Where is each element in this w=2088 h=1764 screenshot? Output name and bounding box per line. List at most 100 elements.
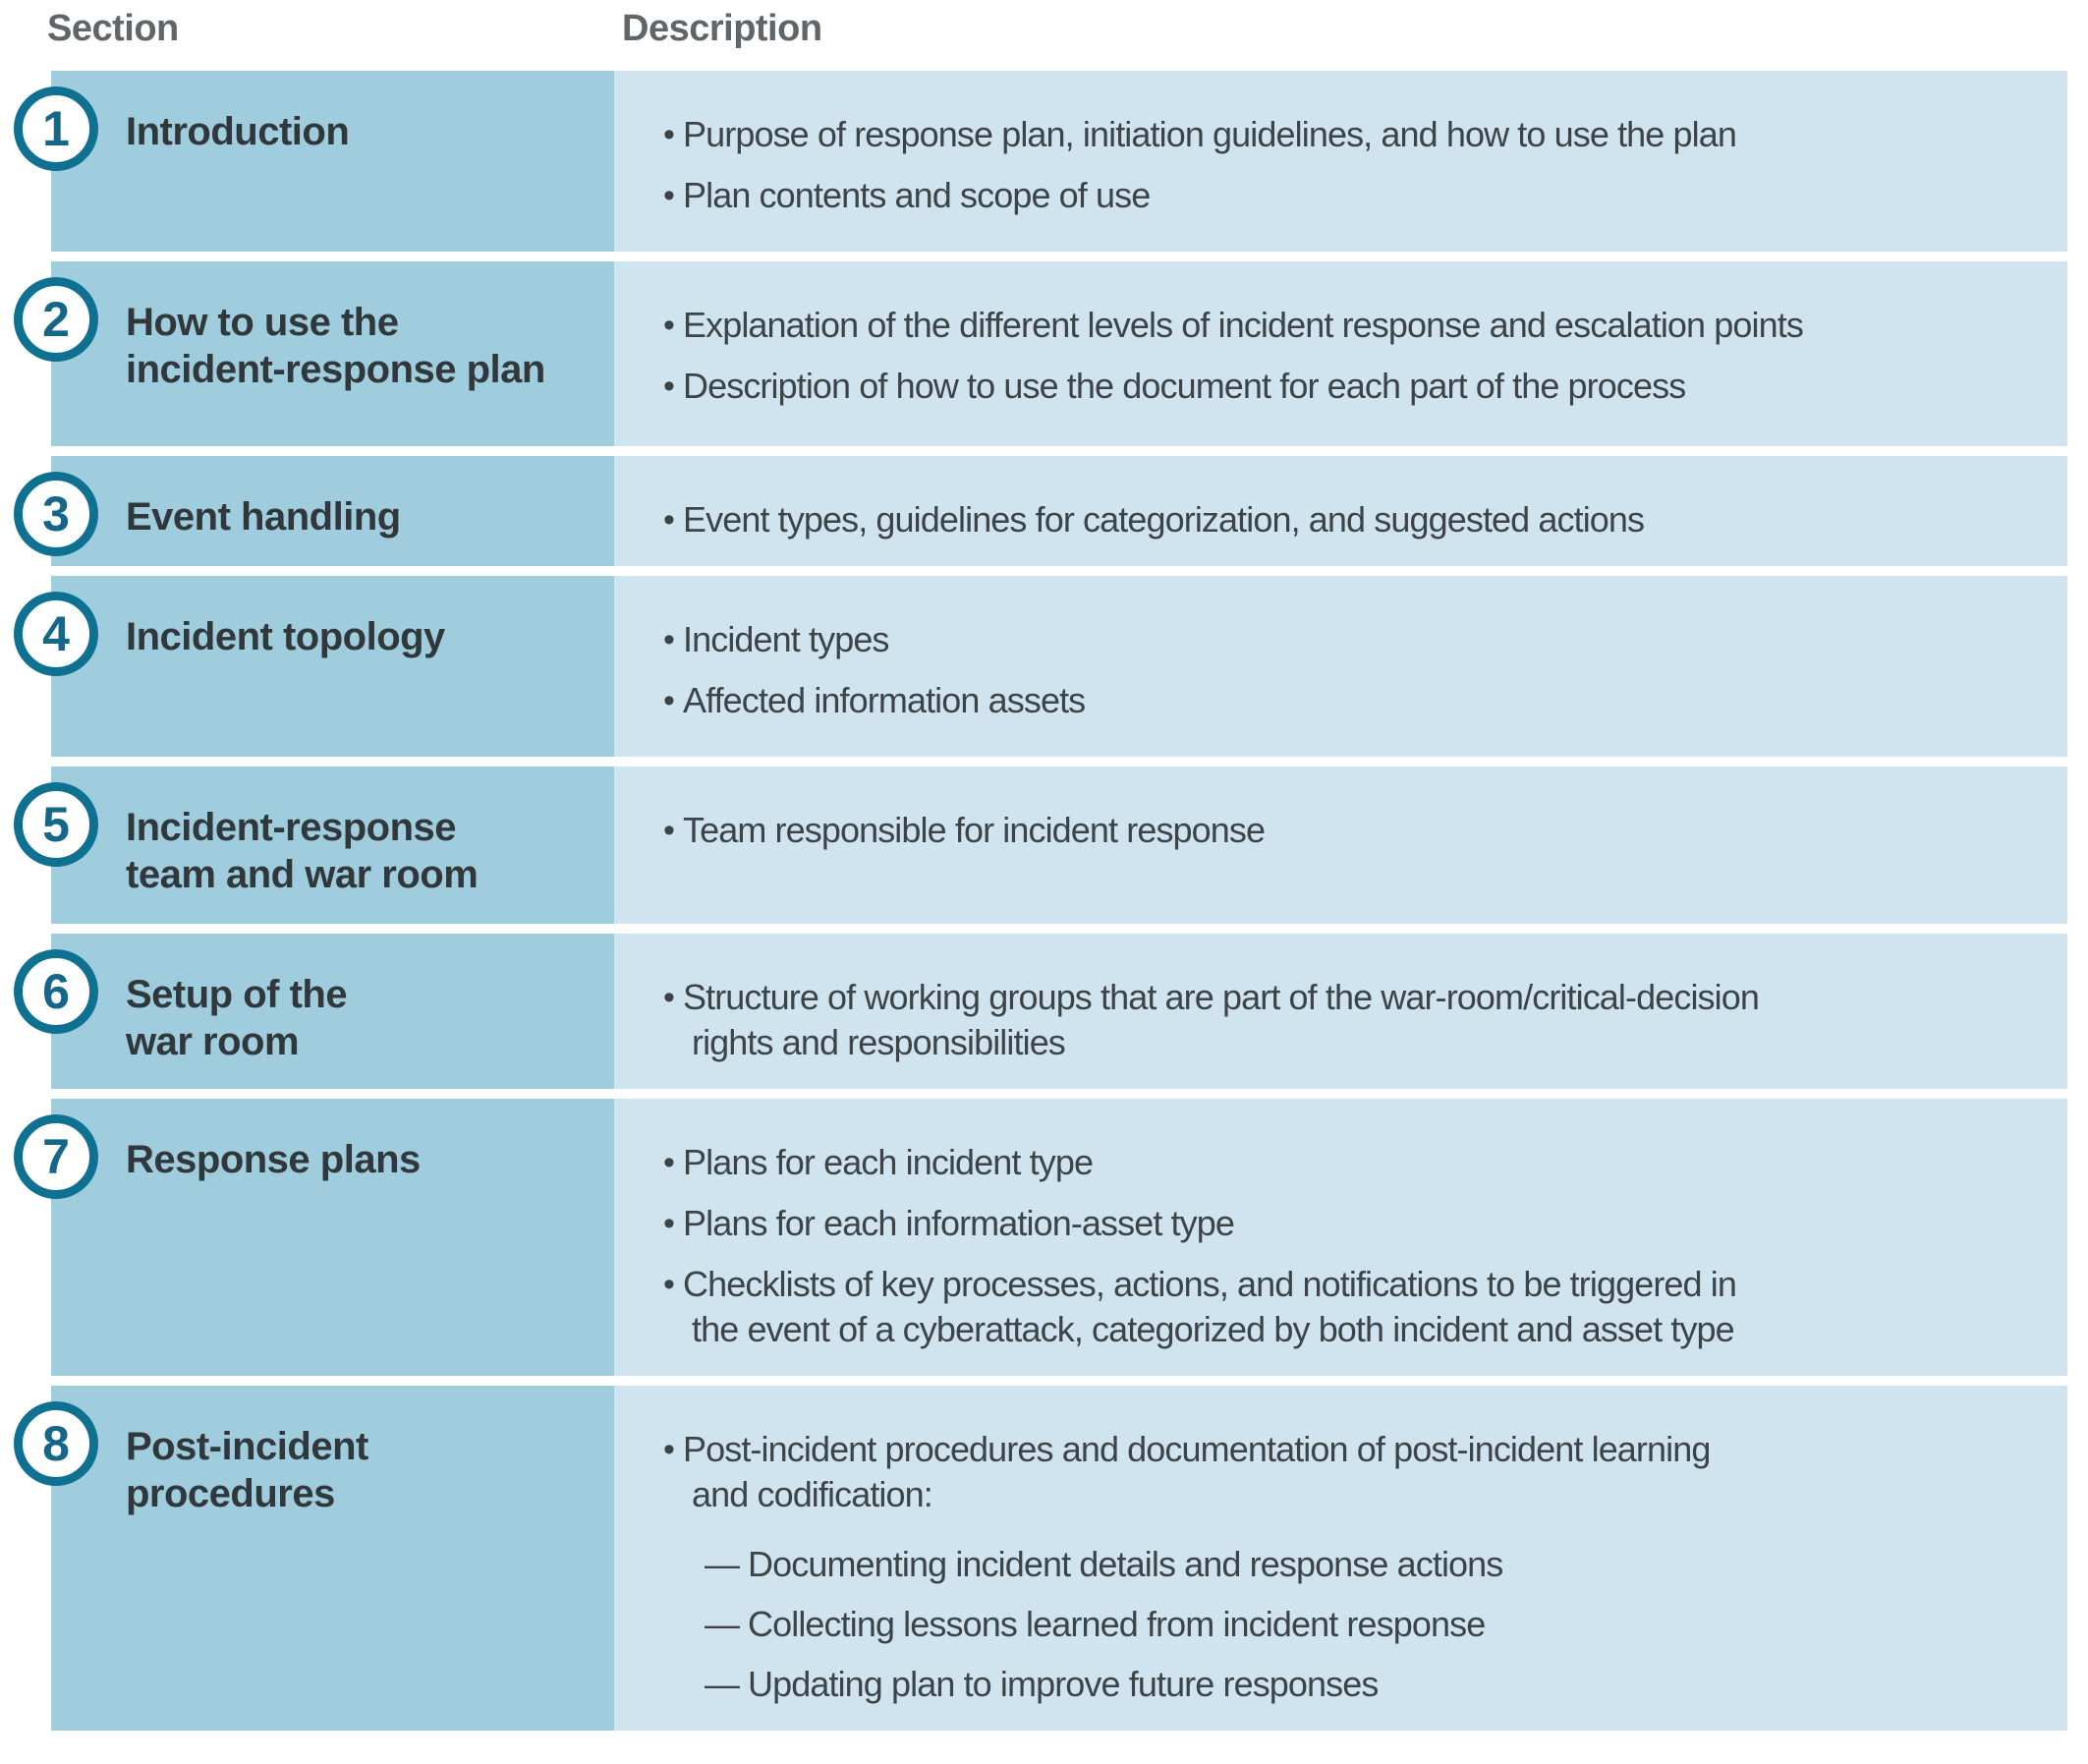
section-number: 6 bbox=[42, 964, 70, 1019]
section-number: 4 bbox=[42, 606, 70, 661]
section-title-line: Setup of the bbox=[126, 973, 348, 1016]
description-cell: •Structure of working groups that are pa… bbox=[614, 934, 2067, 1089]
bullet-item: •Structure of working groups that are pa… bbox=[663, 975, 2048, 1065]
section-number-badge: 5 bbox=[14, 782, 98, 867]
section-title-line: Incident topology bbox=[126, 615, 445, 658]
section-number-badge: 6 bbox=[14, 949, 98, 1034]
bullet-item: •Plans for each incident type bbox=[663, 1140, 2048, 1185]
bullet-text-line: Plan contents and scope of use bbox=[683, 175, 1151, 215]
bullet-text: Structure of working groups that are par… bbox=[683, 975, 1760, 1065]
bullet-text-line: Description of how to use the document f… bbox=[683, 366, 1686, 406]
bullet-icon: • bbox=[663, 1205, 675, 1242]
bullet-icon: • bbox=[663, 368, 675, 405]
bullet-icon: • bbox=[663, 177, 675, 214]
bullet-item: •Checklists of key processes, actions, a… bbox=[663, 1262, 2048, 1352]
section-number-badge: 3 bbox=[14, 472, 98, 556]
bullet-text: Affected information assets bbox=[683, 678, 1086, 723]
bullet-item: •Team responsible for incident response bbox=[663, 808, 2048, 853]
bullet-item: •Description of how to use the document … bbox=[663, 364, 2048, 409]
section-cell: Incident topology bbox=[51, 576, 614, 757]
bullet-text-line: Plans for each information-asset type bbox=[683, 1203, 1235, 1243]
column-header-description: Description bbox=[622, 8, 822, 49]
bullet-item: •Event types, guidelines for categorizat… bbox=[663, 497, 2048, 542]
bullet-item: •Plans for each information-asset type bbox=[663, 1201, 2048, 1246]
section-title-line: Incident-response bbox=[126, 806, 457, 849]
section-number-badge: 1 bbox=[14, 86, 98, 171]
bullet-item: •Post-incident procedures and documentat… bbox=[663, 1427, 2048, 1707]
bullet-text: Plans for each incident type bbox=[683, 1140, 1094, 1185]
bullet-text: Plan contents and scope of use bbox=[683, 173, 1151, 218]
sub-bullet-text: Documenting incident details and respons… bbox=[748, 1544, 1503, 1584]
bullet-icon: • bbox=[663, 621, 675, 658]
table-row: 7 Response plans •Plans for each inciden… bbox=[14, 1099, 2067, 1376]
sub-bullet-text: Updating plan to improve future response… bbox=[748, 1664, 1379, 1704]
section-title-line: Event handling bbox=[126, 495, 401, 539]
bullet-text-line: Purpose of response plan, initiation gui… bbox=[683, 114, 1737, 154]
bullet-item: •Affected information assets bbox=[663, 678, 2048, 723]
table-header: Section Description bbox=[0, 0, 2088, 71]
bullet-icon: • bbox=[663, 1431, 675, 1468]
dash-icon: — bbox=[705, 1664, 740, 1704]
section-title-line: Introduction bbox=[126, 110, 350, 153]
sub-bullet-item: —Documenting incident details and respon… bbox=[705, 1542, 1710, 1587]
bullet-text-line: the event of a cyberattack, categorized … bbox=[692, 1309, 1735, 1349]
section-title-line: How to use the bbox=[126, 301, 399, 344]
bullet-text-line: Plans for each incident type bbox=[683, 1142, 1094, 1182]
section-cell: Response plans bbox=[51, 1099, 614, 1376]
bullet-text-line: Structure of working groups that are par… bbox=[683, 977, 1760, 1017]
table-body: 1 Introduction •Purpose of response plan… bbox=[0, 71, 2088, 1731]
sub-bullet-text: Collecting lessons learned from incident… bbox=[748, 1604, 1486, 1644]
description-cell: •Incident types•Affected information ass… bbox=[614, 576, 2067, 757]
bullet-text: Team responsible for incident response bbox=[683, 808, 1266, 853]
bullet-icon: • bbox=[663, 812, 675, 849]
description-cell: •Post-incident procedures and documentat… bbox=[614, 1386, 2067, 1731]
description-cell: •Team responsible for incident response bbox=[614, 767, 2067, 924]
bullet-item: •Purpose of response plan, initiation gu… bbox=[663, 112, 2048, 157]
section-title-line: Response plans bbox=[126, 1138, 421, 1181]
bullet-text-line: Affected information assets bbox=[683, 680, 1086, 720]
bullet-text-line: Post-incident procedures and documentati… bbox=[683, 1429, 1711, 1469]
bullet-text: Explanation of the different levels of i… bbox=[683, 303, 1804, 348]
bullet-text-line: Checklists of key processes, actions, an… bbox=[683, 1264, 1737, 1304]
bullet-text: Post-incident procedures and documentati… bbox=[683, 1427, 1711, 1707]
section-cell: Event handling bbox=[51, 456, 614, 566]
bullet-text: Purpose of response plan, initiation gui… bbox=[683, 112, 1737, 157]
description-cell: •Purpose of response plan, initiation gu… bbox=[614, 71, 2067, 252]
bullet-text-line: Explanation of the different levels of i… bbox=[683, 305, 1804, 345]
section-number: 3 bbox=[42, 486, 70, 541]
bullet-item: •Plan contents and scope of use bbox=[663, 173, 2048, 218]
section-number: 1 bbox=[42, 101, 70, 156]
bullet-text: Incident types bbox=[683, 617, 889, 662]
section-cell: Introduction bbox=[51, 71, 614, 252]
bullet-icon: • bbox=[663, 682, 675, 719]
table-row: 4 Incident topology •Incident types•Affe… bbox=[14, 576, 2067, 757]
section-title-line: team and war room bbox=[126, 853, 479, 896]
bullet-text-line: Incident types bbox=[683, 619, 889, 659]
section-number-badge: 4 bbox=[14, 592, 98, 676]
bullet-icon: • bbox=[663, 1144, 675, 1181]
section-number: 7 bbox=[42, 1129, 70, 1184]
table-row: 3 Event handling •Event types, guideline… bbox=[14, 456, 2067, 566]
bullet-text: Description of how to use the document f… bbox=[683, 364, 1686, 409]
bullet-icon: • bbox=[663, 979, 675, 1016]
bullet-icon: • bbox=[663, 1266, 675, 1303]
bullet-text-line: and codification: bbox=[692, 1474, 933, 1514]
section-number: 2 bbox=[42, 292, 70, 347]
bullet-text-line: Team responsible for incident response bbox=[683, 810, 1266, 850]
section-number: 5 bbox=[42, 797, 70, 852]
dash-icon: — bbox=[705, 1544, 740, 1584]
section-number-badge: 8 bbox=[14, 1401, 98, 1486]
table-row: 1 Introduction •Purpose of response plan… bbox=[14, 71, 2067, 252]
sub-bullet-item: —Updating plan to improve future respons… bbox=[705, 1662, 1710, 1707]
bullet-item: •Incident types bbox=[663, 617, 2048, 662]
bullet-text-line: Event types, guidelines for categorizati… bbox=[683, 499, 1645, 540]
description-cell: •Plans for each incident type•Plans for … bbox=[614, 1099, 2067, 1376]
